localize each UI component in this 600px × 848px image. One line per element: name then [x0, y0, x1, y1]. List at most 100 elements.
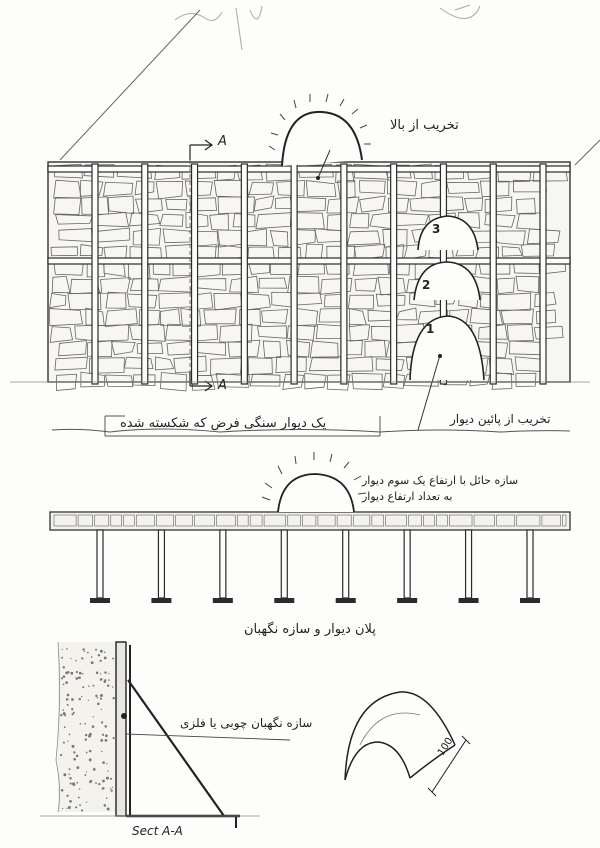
stone [501, 246, 523, 257]
plan-stone [473, 514, 495, 527]
soil-dot [95, 671, 99, 675]
soil-dot [87, 699, 90, 701]
soil-dot [65, 698, 69, 701]
plan-support-post [96, 529, 104, 599]
section-soil-texture [60, 648, 115, 812]
section-soil-edge [55, 641, 60, 813]
soil-dot [62, 741, 65, 744]
soil-dot [103, 656, 107, 660]
arch-piece-back [409, 744, 456, 779]
wall-post [390, 163, 398, 385]
soil-dot [60, 677, 64, 680]
soil-dot [70, 657, 72, 660]
plan-support-footing [397, 598, 418, 603]
plan-arch-debris [261, 452, 367, 501]
stone [227, 339, 261, 358]
soil-dot [111, 686, 114, 688]
plan-view [49, 428, 571, 603]
soil-dot [71, 698, 74, 701]
soil-dot [106, 762, 108, 765]
stone [506, 324, 535, 342]
soil-dot [62, 666, 65, 669]
plan-support-post [219, 529, 227, 599]
plan-support-footing [520, 598, 540, 603]
plan-stone [249, 514, 263, 527]
soil-dot [99, 694, 103, 698]
soil-dot [99, 673, 102, 675]
stone [515, 275, 540, 294]
stone [484, 196, 513, 214]
stone [395, 307, 418, 321]
plan-stone [336, 514, 352, 527]
soil-dot [69, 782, 72, 785]
section-marker-bottom-label: A [218, 378, 227, 393]
plan-stone [496, 514, 516, 527]
stone [53, 197, 82, 215]
soil-dot [79, 804, 82, 807]
section-support-note: سازه نگهبان چوبی یا فلزی [180, 716, 313, 730]
stone [103, 181, 134, 197]
stone [257, 325, 287, 339]
soil-dot [92, 716, 94, 718]
soil-dot [108, 679, 110, 681]
wall-elevation [47, 93, 571, 431]
section-soil [58, 642, 116, 812]
stone [326, 196, 360, 214]
section-brace [127, 679, 225, 817]
soil-dot [104, 738, 108, 742]
stone [159, 213, 184, 227]
soil-dot [91, 725, 95, 728]
wall-caption: یک دیوار سنگی فرض که شکسته شده [120, 416, 327, 431]
frame-note-line1: سازه حائل با ارتفاع یک سوم دیوار [362, 474, 519, 487]
soil-dot [81, 657, 84, 660]
stone [258, 277, 288, 289]
soil-dot [76, 781, 79, 784]
stone [185, 211, 209, 229]
soil-dot [85, 751, 88, 754]
stone [347, 294, 374, 310]
stone [88, 357, 125, 374]
plan-support-footing [458, 598, 479, 603]
stone [535, 309, 557, 325]
plan-stone [175, 514, 193, 527]
stone [351, 372, 383, 390]
soil-dot [82, 673, 84, 675]
soil-dot [101, 733, 105, 736]
arch-2-label: 2 [422, 278, 431, 292]
stone [516, 198, 536, 215]
soil-dot [65, 671, 69, 675]
soil-dot [63, 773, 67, 777]
bottom-leader [417, 354, 441, 431]
soil-dot [67, 740, 69, 742]
soil-dot [85, 801, 88, 803]
stone [484, 213, 516, 228]
stone [285, 339, 311, 358]
soil-dot [62, 675, 66, 678]
soil-dot [100, 721, 104, 724]
soil-dot [83, 650, 86, 653]
soil-dot [66, 807, 68, 809]
top-arch-leader [317, 149, 331, 179]
plan-stone [449, 514, 473, 527]
soil-dot [93, 767, 95, 770]
arch-3 [417, 215, 479, 251]
stone [269, 230, 289, 247]
stone [229, 275, 259, 293]
soil-dot [105, 776, 109, 780]
soil-dot [88, 749, 92, 753]
soil-dot [106, 807, 110, 811]
stone [110, 341, 136, 356]
soil-dot [61, 648, 63, 651]
stone [58, 340, 87, 357]
soil-dot [102, 779, 105, 783]
bottom-leader-dot [438, 354, 442, 358]
plan-support-footing [212, 598, 233, 603]
stone [346, 230, 381, 246]
stone [184, 180, 213, 197]
plan-stone [371, 514, 384, 527]
stone [496, 292, 532, 311]
soil-dot [75, 754, 79, 758]
plan-stone [216, 514, 236, 527]
stone [54, 356, 88, 371]
plan-stone [317, 514, 336, 527]
